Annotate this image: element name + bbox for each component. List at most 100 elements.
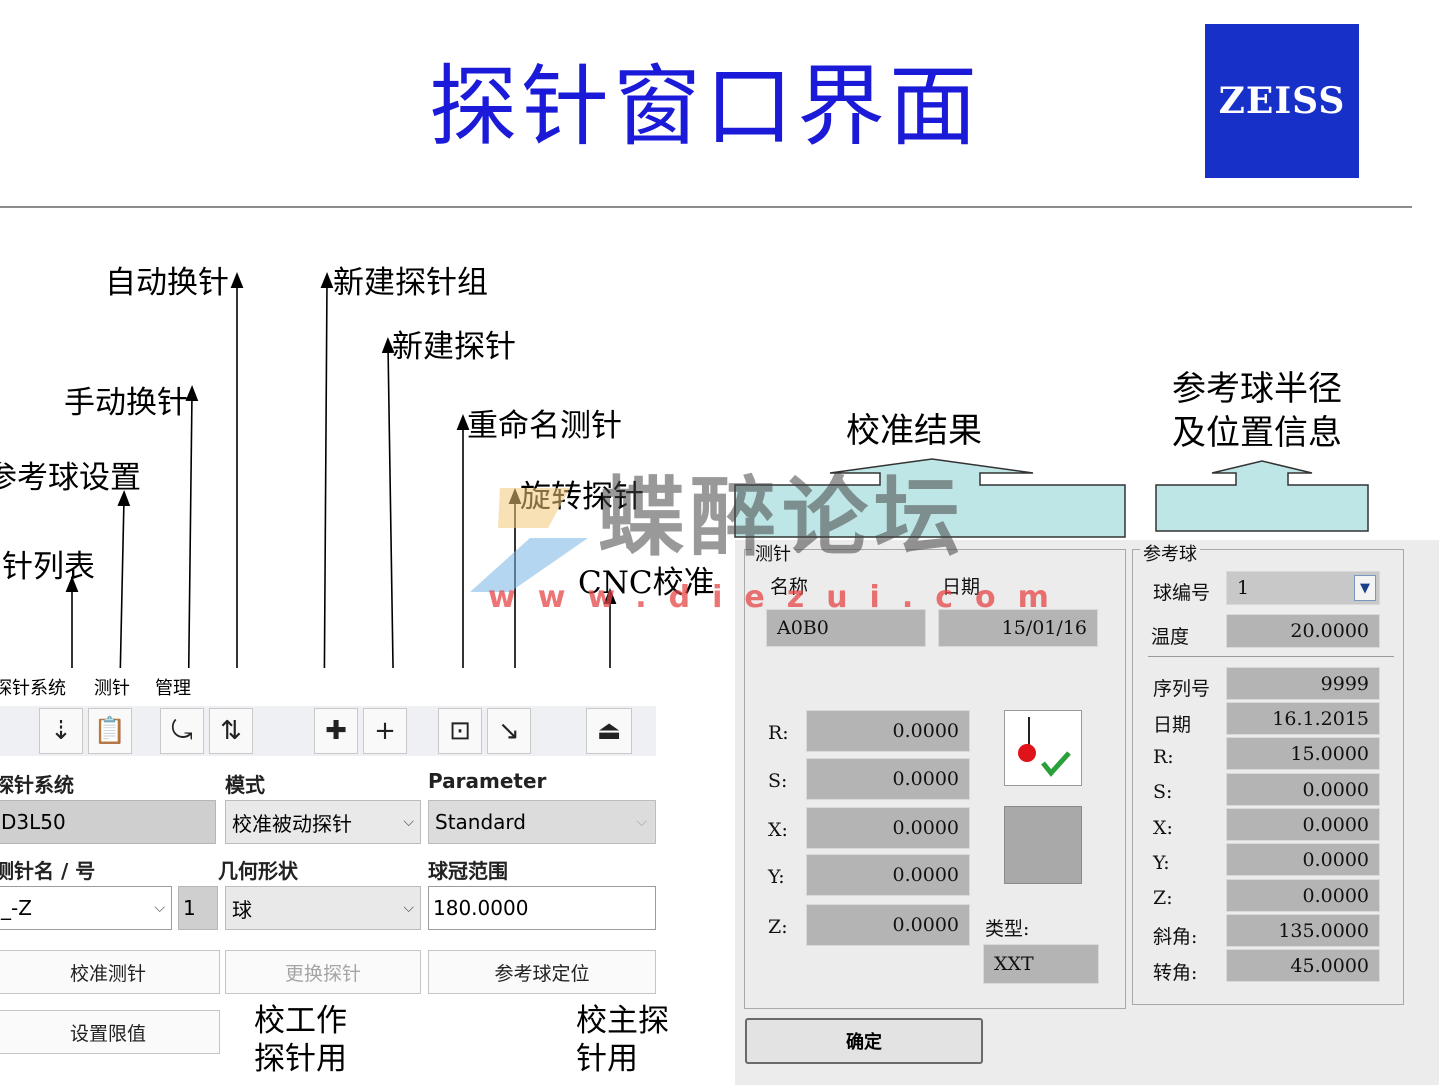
- chevron-down-icon: ⌵: [636, 814, 647, 830]
- parameter-select[interactable]: Standard ⌵: [428, 800, 656, 844]
- cnc-calibrate-icon[interactable]: ⏏: [586, 708, 632, 754]
- annotation-calib-result: 校准结果: [846, 411, 982, 451]
- rotation-label: 转角:: [1153, 962, 1198, 984]
- rotation-value: 45.0000: [1226, 949, 1380, 982]
- probe-list-icon[interactable]: ⇣: [39, 708, 83, 754]
- serial-label: 序列号: [1153, 678, 1211, 700]
- set-limits-button[interactable]: 设置限值: [0, 1010, 220, 1054]
- type-label: 类型:: [985, 918, 1030, 940]
- sphere-date-value: 16.1.2015: [1226, 702, 1380, 735]
- stylus-number-field: 1: [178, 886, 218, 930]
- result-s-label: S:: [768, 770, 788, 792]
- stylus-check-icon: [1018, 717, 1071, 777]
- watermark-text: 蝶醉论坛: [598, 468, 966, 568]
- annotation-work-probe-1: 校工作: [254, 1003, 347, 1039]
- auto-change-icon[interactable]: ⇅: [209, 708, 253, 754]
- stylus-name-value: A0B0: [766, 609, 926, 647]
- sphere-r-value: 15.0000: [1226, 737, 1380, 770]
- annotation-new-probe: 新建探针: [392, 329, 516, 365]
- sphere-number-label: 球编号: [1153, 582, 1211, 604]
- sphere-s-label: S:: [1153, 781, 1173, 803]
- annotation-cnc-calibrate: CNC校准: [578, 565, 715, 601]
- annotation-ref-sphere-setup: 参考球设置: [0, 460, 141, 496]
- tilt-label: 斜角:: [1153, 926, 1198, 948]
- menu-stylus[interactable]: 测针: [94, 678, 130, 699]
- result-z-value: 0.0000: [806, 904, 970, 946]
- annotation-probe-list: 针列表: [2, 549, 95, 585]
- annotation-master-probe-2: 针用: [576, 1041, 638, 1077]
- temperature-label: 温度: [1151, 626, 1190, 648]
- mode-label: 模式: [225, 773, 265, 797]
- ref-sphere-locate-button[interactable]: 参考球定位: [428, 950, 656, 994]
- mode-select-value: 校准被动探针: [232, 811, 352, 836]
- chevron-down-icon: ▼: [1354, 575, 1376, 601]
- result-r-label: R:: [768, 722, 789, 744]
- calib-result-arrow: [734, 458, 1126, 538]
- sphere-x-label: X:: [1153, 817, 1173, 839]
- crown-range-input[interactable]: 180.0000: [428, 886, 656, 930]
- rotate-probe-icon[interactable]: ↘: [487, 708, 531, 754]
- annotation-rename-stylus: 重命名测针: [467, 408, 622, 444]
- ref-sphere-divider: [1148, 656, 1394, 657]
- annotation-work-probe-2: 探针用: [254, 1041, 347, 1077]
- probe-system-label: 探针系统: [0, 773, 74, 797]
- stylus-name-label: 测针名 / 号: [0, 859, 96, 883]
- ref-sphere-info-arrow: [1155, 460, 1369, 532]
- sphere-date-label: 日期: [1153, 714, 1192, 736]
- parameter-label: Parameter: [428, 769, 547, 793]
- tilt-value: 135.0000: [1226, 914, 1380, 947]
- menu-manage[interactable]: 管理: [155, 678, 191, 699]
- sphere-y-value: 0.0000: [1226, 843, 1380, 876]
- geometry-select-value: 球: [232, 897, 252, 922]
- serial-value: 9999: [1226, 667, 1380, 700]
- chevron-down-icon: ⌵: [403, 814, 414, 830]
- stylus-name-value: _-Z: [1, 896, 32, 920]
- mode-select[interactable]: 校准被动探针 ⌵: [225, 800, 421, 844]
- watermark-logo-icon: [470, 488, 588, 592]
- date-label: 日期: [942, 576, 981, 598]
- menu-probe-system[interactable]: 探针系统: [0, 678, 66, 699]
- ref-sphere-group: [1132, 549, 1404, 1005]
- result-y-label: Y:: [768, 866, 785, 888]
- result-z-label: Z:: [768, 916, 788, 938]
- annotation-manual-change: 手动换针: [64, 385, 188, 421]
- stylus-name-select[interactable]: _-Z ⌵: [0, 886, 172, 930]
- annotation-auto-change: 自动换针: [105, 265, 229, 301]
- change-probe-button[interactable]: 更换探针: [225, 950, 421, 994]
- result-x-label: X:: [768, 819, 788, 841]
- calibrate-stylus-button[interactable]: 校准测针: [0, 950, 220, 994]
- name-label: 名称: [770, 576, 809, 598]
- temperature-value: 20.0000: [1226, 614, 1380, 648]
- title-divider: [0, 206, 1412, 208]
- page-title: 探针窗口界面: [428, 55, 981, 158]
- probe-system-field: D3L50: [0, 800, 216, 844]
- result-x-value: 0.0000: [806, 807, 970, 849]
- geometry-select[interactable]: 球 ⌵: [225, 886, 421, 930]
- ok-button[interactable]: 确定: [745, 1018, 983, 1064]
- annotation-new-probe-group: 新建探针组: [333, 265, 488, 301]
- geometry-label: 几何形状: [218, 859, 298, 883]
- sphere-s-value: 0.0000: [1226, 773, 1380, 806]
- ref-sphere-settings-icon[interactable]: 📋: [88, 708, 132, 754]
- ref-sphere-group-title: 参考球: [1140, 540, 1200, 566]
- sphere-number-select[interactable]: 1 ▼: [1226, 571, 1380, 605]
- watermark-url: www.diezui.com: [488, 580, 1071, 615]
- chevron-down-icon: ⌵: [154, 900, 165, 916]
- new-probe-icon[interactable]: +: [363, 708, 407, 754]
- parameter-select-value: Standard: [435, 810, 526, 834]
- annotation-ref-sphere-info-1: 参考球半径: [1172, 369, 1342, 409]
- sphere-z-value: 0.0000: [1226, 879, 1380, 912]
- rename-stylus-icon[interactable]: ⊡: [438, 708, 482, 754]
- result-s-value: 0.0000: [806, 758, 970, 800]
- result-y-value: 0.0000: [806, 854, 970, 896]
- stylus-group-title: 测针: [752, 540, 794, 566]
- stylus-date-value: 15/01/16: [938, 609, 1098, 647]
- annotation-ref-sphere-info-2: 及位置信息: [1172, 413, 1342, 453]
- sphere-x-value: 0.0000: [1226, 808, 1380, 841]
- zeiss-logo: ZEISS: [1205, 24, 1359, 178]
- crown-range-label: 球冠范围: [428, 859, 508, 883]
- stylus-preview-box: [1004, 806, 1082, 884]
- chevron-down-icon: ⌵: [403, 900, 414, 916]
- manual-change-icon[interactable]: ⤿: [160, 708, 204, 754]
- new-probe-group-icon[interactable]: ✚: [314, 708, 358, 754]
